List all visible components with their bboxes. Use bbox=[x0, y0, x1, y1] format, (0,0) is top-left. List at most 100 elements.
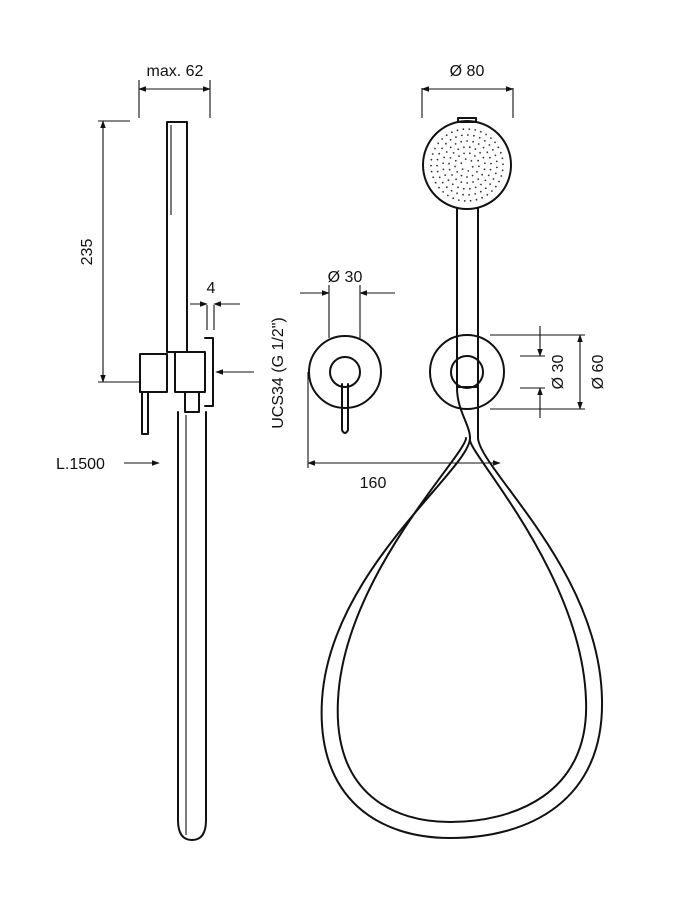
nozzle-dot bbox=[454, 165, 456, 168]
nozzle-dot bbox=[462, 128, 465, 131]
nozzle-dot bbox=[466, 182, 469, 184]
nozzle-dot bbox=[451, 131, 453, 134]
hose-loop-outer bbox=[320, 387, 604, 839]
nozzle-dot bbox=[456, 192, 458, 195]
nozzle-dot bbox=[477, 178, 480, 181]
nozzle-dot bbox=[452, 197, 455, 200]
nozzle-dot bbox=[455, 178, 457, 181]
nozzle-dot bbox=[496, 166, 498, 169]
nozzle-dot bbox=[449, 157, 452, 159]
nozzle-dot bbox=[482, 156, 485, 159]
nozzle-dot bbox=[484, 187, 487, 190]
nozzle-dot bbox=[441, 147, 443, 150]
nozzle-dot bbox=[430, 164, 432, 167]
label-holder-inner-diameter: Ø 30 bbox=[550, 355, 567, 390]
label-spacing: 160 bbox=[360, 475, 387, 492]
nozzle-dot bbox=[479, 130, 482, 133]
nozzle-dot bbox=[467, 134, 469, 136]
nozzle-dot bbox=[447, 179, 450, 182]
nozzle-dot bbox=[487, 174, 490, 177]
nozzle-dot bbox=[460, 140, 463, 143]
nozzle-dot bbox=[461, 134, 463, 137]
nozzle-dot bbox=[474, 193, 476, 195]
holder-neck bbox=[184, 391, 200, 413]
nozzle-dot bbox=[477, 159, 480, 162]
nozzle-dot bbox=[454, 143, 457, 145]
nozzle-dot bbox=[484, 162, 486, 165]
nozzle-dot bbox=[482, 146, 485, 149]
nozzle-dot bbox=[474, 129, 477, 131]
nozzle-dot bbox=[464, 158, 467, 161]
nozzle-dot bbox=[479, 151, 481, 154]
nozzle-dot bbox=[438, 176, 441, 179]
shower-nozzles bbox=[430, 128, 504, 202]
nozzle-dot bbox=[477, 143, 480, 145]
nozzle-dot bbox=[466, 176, 468, 178]
nozzle-dot bbox=[462, 187, 465, 190]
nozzle-dot bbox=[475, 198, 478, 201]
nozzle-dot bbox=[474, 155, 476, 157]
hand-shower-side bbox=[166, 121, 188, 353]
nozzle-dot bbox=[492, 149, 494, 151]
side-view: max. 62 235 4 L.1500 bbox=[56, 63, 254, 841]
nozzle-dot bbox=[485, 133, 487, 136]
nozzle-dot bbox=[494, 141, 496, 144]
nozzle-dot bbox=[432, 176, 435, 179]
nozzle-dot bbox=[455, 136, 457, 139]
nozzle-dot bbox=[494, 154, 497, 157]
nozzle-dot bbox=[445, 142, 447, 145]
nozzle-dot bbox=[438, 152, 441, 155]
hand-shower-handle-front bbox=[456, 207, 479, 388]
nozzle-dot bbox=[478, 165, 480, 168]
nozzle-dot bbox=[451, 183, 454, 186]
label-hose-length: L.1500 bbox=[56, 456, 105, 473]
nozzle-dot bbox=[490, 162, 492, 165]
nozzle-dot bbox=[463, 152, 465, 155]
nozzle-dot bbox=[461, 168, 464, 171]
nozzle-dot bbox=[443, 156, 446, 159]
nozzle-dot bbox=[471, 165, 474, 168]
nozzle-dot bbox=[483, 168, 486, 171]
nozzle-dot bbox=[499, 151, 502, 154]
label-holder-outer-diameter: Ø 60 bbox=[590, 355, 607, 390]
nozzle-dot bbox=[436, 164, 438, 167]
nozzle-dot bbox=[468, 152, 471, 155]
hose-loop-inner bbox=[336, 437, 588, 823]
nozzle-dot bbox=[468, 128, 471, 131]
mixer-lever-side bbox=[139, 353, 168, 393]
nozzle-dot bbox=[492, 178, 495, 180]
nozzle-dot bbox=[468, 194, 470, 196]
nozzle-dot bbox=[489, 156, 491, 159]
nozzle-dot bbox=[494, 172, 497, 175]
nozzle-dot bbox=[456, 129, 459, 132]
label-head-diameter: Ø 80 bbox=[450, 63, 485, 80]
nozzle-dot bbox=[436, 170, 439, 173]
nozzle-dot bbox=[434, 181, 437, 184]
nozzle-dot bbox=[449, 146, 452, 149]
shower-head-cap bbox=[457, 117, 477, 123]
nozzle-dot bbox=[462, 193, 464, 196]
nozzle-dot bbox=[466, 140, 468, 142]
nozzle-dot bbox=[441, 181, 444, 184]
nozzle-dot bbox=[495, 160, 498, 163]
holder-ring-inner bbox=[450, 355, 484, 389]
nozzle-dot bbox=[476, 170, 478, 173]
nozzle-dot bbox=[445, 134, 448, 137]
nozzle-dot bbox=[445, 186, 448, 189]
label-height: 235 bbox=[79, 239, 96, 266]
nozzle-dot bbox=[479, 190, 482, 193]
nozzle-dot bbox=[488, 144, 491, 146]
nozzle-dot bbox=[469, 199, 472, 202]
nozzle-dot bbox=[442, 162, 444, 165]
nozzle-dot bbox=[450, 189, 453, 192]
nozzle-dot bbox=[501, 157, 504, 160]
nozzle-dot bbox=[470, 160, 473, 162]
nozzle-dot bbox=[451, 174, 453, 176]
nozzle-dot bbox=[463, 146, 465, 149]
nozzle-dot bbox=[434, 147, 436, 150]
nozzle-dot bbox=[448, 168, 451, 171]
hose-side bbox=[177, 411, 207, 841]
nozzle-dot bbox=[437, 142, 440, 145]
nozzle-dot bbox=[457, 186, 459, 189]
